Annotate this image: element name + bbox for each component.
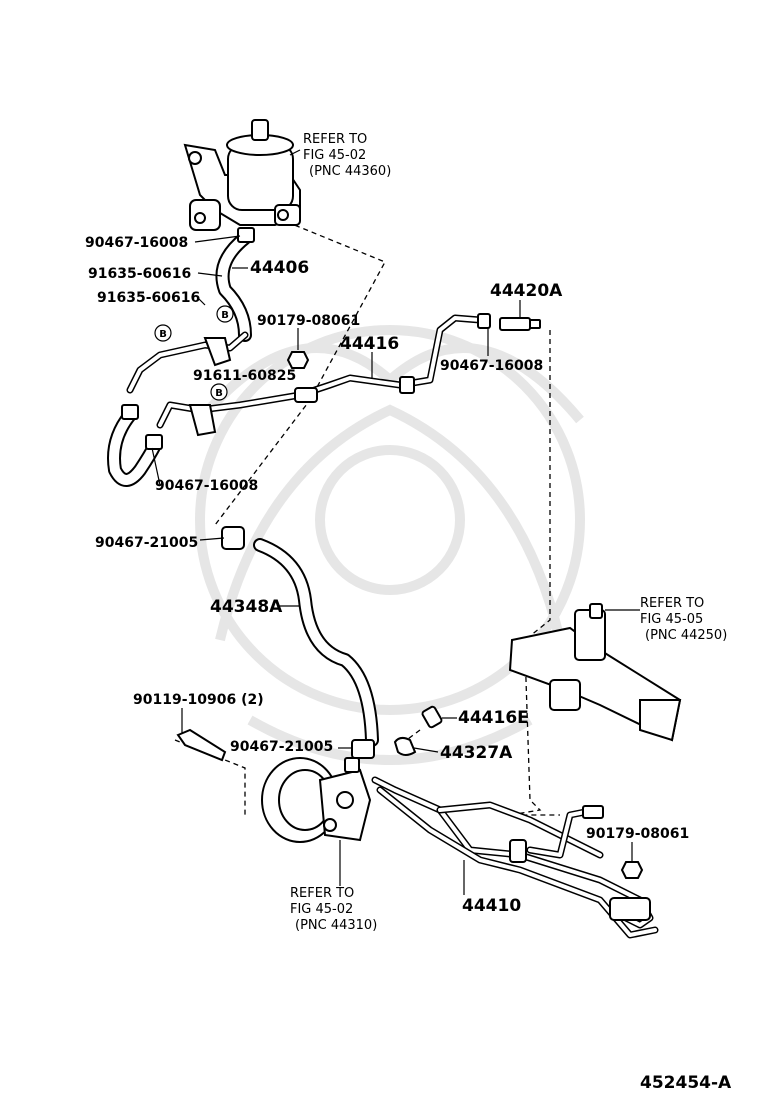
ref-gear-line-3: (PNC 44250) [645, 628, 727, 643]
ref-reservoir-line-1: REFER TO [303, 132, 367, 147]
pump-assembly [261, 757, 372, 843]
label-clip-1: 91635-60616 [88, 266, 191, 282]
label-gasket-44327a: 44327A [440, 743, 513, 763]
pressure-tube-44416 [156, 313, 541, 437]
diagram-code: 452454-A [640, 1073, 732, 1093]
reservoir-assembly [183, 119, 301, 231]
ref-gear-line-2: FIG 45-05 [640, 612, 703, 627]
leader-lines [151, 149, 640, 895]
bolt-90119 [176, 728, 227, 762]
gasket-44327a [393, 736, 417, 756]
ref-gear: REFER TO FIG 45-05 (PNC 44250) [640, 596, 727, 643]
ref-gear-line-1: REFER TO [640, 596, 704, 611]
label-bolt-90119: 90119-10906 (2) [133, 692, 264, 708]
label-tube-44410: 44410 [462, 896, 521, 916]
steering-gear [508, 603, 682, 742]
suction-hose-44348a [221, 526, 379, 759]
label-tube-44416: 44416 [340, 334, 399, 354]
label-hose-44406: 44406 [250, 258, 309, 278]
label-clip-2: 91635-60616 [97, 290, 200, 306]
label-nut-2: 90179-08061 [586, 826, 689, 842]
label-clamp-lower: 90467-16008 [155, 478, 258, 494]
return-hose-44406 [215, 227, 255, 342]
union-44416e [421, 705, 443, 729]
label-clamp-res: 90467-16008 [85, 235, 188, 251]
ref-reservoir-line-2: FIG 45-02 [303, 148, 366, 163]
label-clamp-21005-top: 90467-21005 [95, 535, 198, 551]
pressure-tube-44410 [371, 776, 659, 939]
label-nut-1: 90179-08061 [257, 313, 360, 329]
badge-b-3: B [215, 388, 223, 399]
ref-reservoir: REFER TO FIG 45-02 (PNC 44360) [303, 132, 391, 179]
clip-badges: B B B [154, 305, 234, 401]
ref-pump-line-2: FIG 45-02 [290, 902, 353, 917]
label-union-44416e: 44416E [458, 708, 529, 728]
badge-b-1: B [159, 329, 167, 340]
nut-lower [620, 861, 644, 879]
left-tube-assembly [107, 331, 249, 487]
label-bolt-91611: 91611-60825 [193, 368, 296, 384]
badge-b-2: B [221, 310, 229, 321]
callout-labels: 90467-16008 44406 91635-60616 91635-6061… [85, 235, 689, 916]
nut-top [286, 351, 310, 369]
ref-pump-line-1: REFER TO [290, 886, 354, 901]
ref-reservoir-line-3: (PNC 44360) [309, 164, 391, 179]
label-union-44420a: 44420A [490, 281, 563, 301]
label-hose-44348a: 44348A [210, 597, 283, 617]
label-clamp-21005-pump: 90467-21005 [230, 739, 333, 755]
ref-pump-line-3: (PNC 44310) [295, 918, 377, 933]
ref-pump: REFER TO FIG 45-02 (PNC 44310) [290, 886, 377, 933]
watermark-emblem [195, 325, 585, 765]
label-clamp-gear: 90467-16008 [440, 358, 543, 374]
